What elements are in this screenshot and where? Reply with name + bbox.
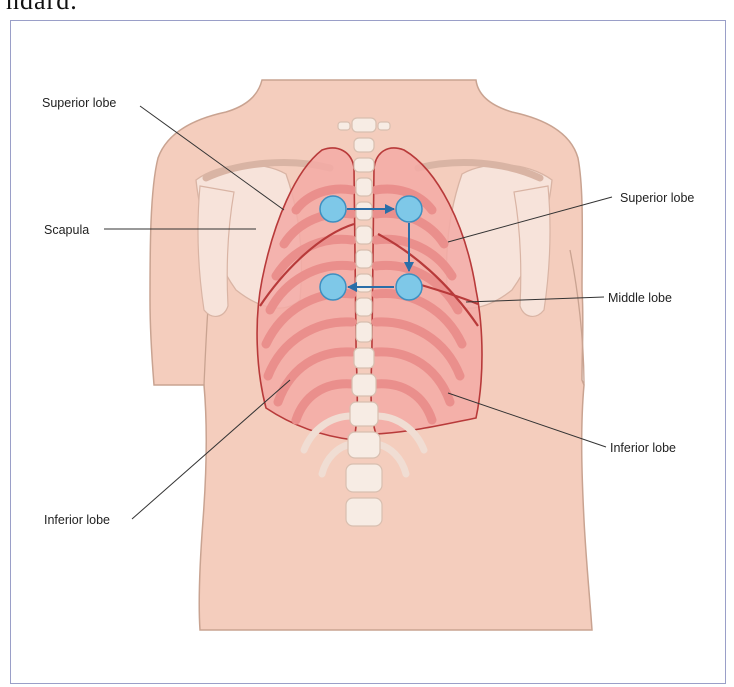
label-superior-lobe-right: Superior lobe xyxy=(620,191,694,205)
label-superior-lobe-left: Superior lobe xyxy=(42,96,116,110)
label-inferior-lobe-left: Inferior lobe xyxy=(44,513,110,527)
label-inferior-lobe-right: Inferior lobe xyxy=(610,441,676,455)
marker-left-upper xyxy=(320,196,346,222)
label-scapula: Scapula xyxy=(44,223,89,237)
marker-right-lower xyxy=(396,274,422,300)
label-middle-lobe: Middle lobe xyxy=(608,291,672,305)
marker-right-upper xyxy=(396,196,422,222)
marker-left-lower xyxy=(320,274,346,300)
